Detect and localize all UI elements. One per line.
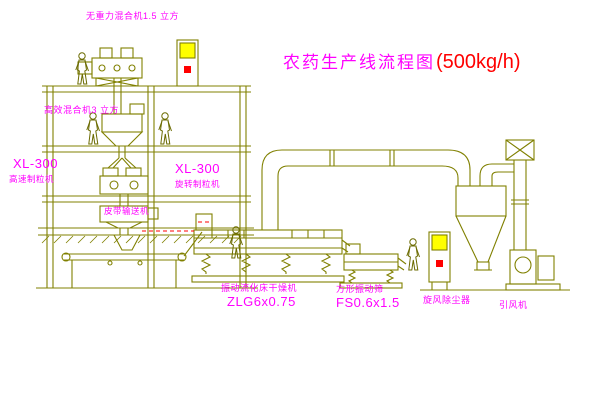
label-floor2-mixer: 高效混合机3 立方	[44, 105, 120, 115]
exhaust-stack-drawing	[505, 139, 535, 250]
label-xl300-left: XL-300	[13, 156, 58, 171]
indicator-light	[184, 66, 191, 73]
workers	[75, 52, 420, 271]
label-screen-model: FS0.6x1.5	[336, 295, 400, 310]
label-cyclone: 旋风除尘器	[423, 295, 471, 305]
worker-figure	[86, 112, 100, 145]
label-granulator-center: 旋转制粒机	[175, 179, 221, 189]
fan-drawing	[505, 249, 561, 291]
granulator-3f-drawing	[99, 157, 149, 206]
granulator-gf-drawing	[99, 205, 159, 235]
label-fan: 引风机	[499, 300, 528, 310]
fluid-bed-dryer-drawing	[191, 213, 345, 283]
exhaust-duct-drawing	[261, 149, 471, 230]
indicator-light	[436, 260, 443, 267]
floor2-mixer-drawing	[100, 103, 145, 158]
worker-figure	[158, 112, 172, 145]
label-top-mixer: 无重力混合机1.5 立方	[86, 11, 180, 21]
control-cabinet-1	[176, 39, 199, 87]
worker-figure	[406, 238, 420, 271]
control-cabinet-2	[428, 231, 451, 290]
drawing-title: 农药生产线流程图(500kg/h)	[283, 48, 521, 74]
building-frame	[36, 85, 258, 289]
label-xl300-center: XL-300	[175, 161, 220, 176]
label-dryer-model: ZLG6x0.75	[227, 294, 296, 309]
vibrating-screen-drawing	[339, 239, 407, 289]
worker-figure	[229, 226, 243, 259]
label-screen-name: 方形振动筛	[336, 284, 384, 294]
title-capacity: (500kg/h)	[436, 51, 521, 73]
title-text: 农药生产线流程图	[283, 53, 435, 72]
belt-conveyor-drawing	[61, 231, 203, 288]
cyclone-drawing	[455, 163, 514, 271]
label-belt-conveyor: 皮带输送机	[104, 206, 150, 216]
worker-figure	[75, 52, 89, 85]
label-dryer-name: 振动流化床干燥机	[221, 283, 298, 293]
label-granulator-left: 高速制粒机	[9, 174, 55, 184]
material-flow-dashed	[142, 221, 212, 232]
